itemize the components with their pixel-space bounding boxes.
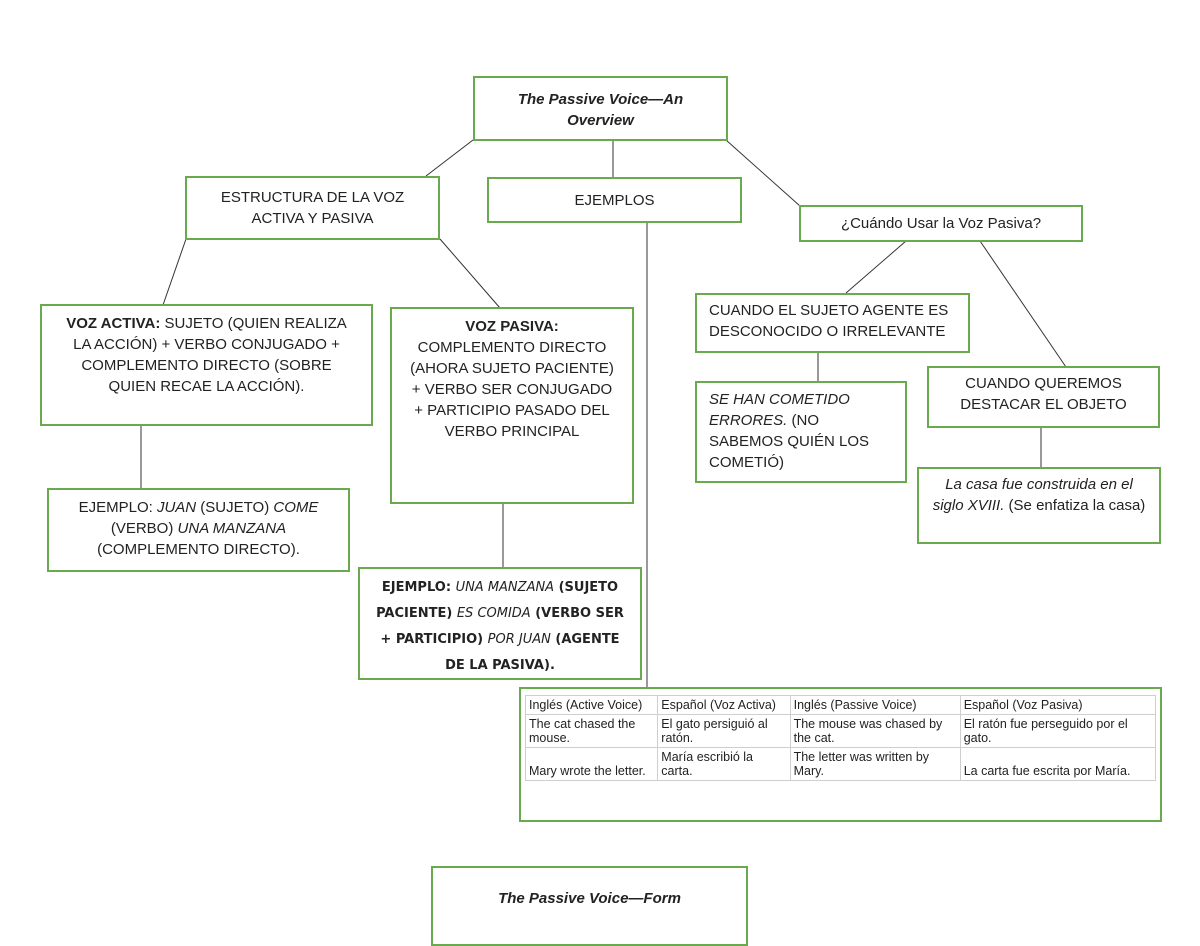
example-text: (VERBO) xyxy=(110,520,178,537)
connector-when-highlight xyxy=(979,240,1067,368)
example-prefix: EJEMPLO: xyxy=(78,499,157,516)
unknown-agent-text: CUANDO EL SUJETO AGENTE ES DESCONOCIDO O… xyxy=(709,302,949,340)
table-cell: Mary wrote the letter. xyxy=(524,747,659,781)
highlight-example-box: La casa fue construida en el siglo XVIII… xyxy=(917,467,1161,544)
table-row: The cat chased the mouse. El gato persig… xyxy=(524,714,1157,748)
table-header-row: Inglés (Active Voice) Español (Voz Activ… xyxy=(524,695,1157,715)
unknown-example-text: (NO SABEMOS QUIÉN LOS COMETIÓ) xyxy=(709,412,870,471)
connector-title-structure xyxy=(425,139,474,177)
example-text: (COMPLEMENTO DIRECTO). xyxy=(97,541,300,558)
table-cell: The cat chased the mouse. xyxy=(524,714,659,748)
connector-lines xyxy=(140,139,1067,688)
table-cell: María escribió la carta. xyxy=(657,747,791,781)
active-label: VOZ ACTIVA: xyxy=(66,315,161,332)
highlight-object-text: CUANDO QUEREMOS DESTACAR EL OBJETO xyxy=(960,375,1127,413)
unknown-agent-box: CUANDO EL SUJETO AGENTE ES DESCONOCIDO O… xyxy=(695,293,970,353)
table-header-cell: Español (Voz Activa) xyxy=(657,695,791,715)
table-cell: El gato persiguió al ratón. xyxy=(657,714,791,748)
connector-structure-active xyxy=(162,238,187,306)
form-box: The Passive Voice—Form xyxy=(431,866,748,946)
connector-structure-passive xyxy=(439,238,501,309)
example-word: COME xyxy=(273,499,319,516)
example-word: UNA MANZANA xyxy=(177,520,287,537)
example-word: JUAN xyxy=(156,499,197,516)
passive-label: VOZ PASIVA: xyxy=(465,318,559,335)
unknown-agent-example-box: SE HAN COMETIDO ERRORES. (NO SABEMOS QUI… xyxy=(695,381,907,483)
passive-voice-box: VOZ PASIVA: COMPLEMENTO DIRECTO (AHORA S… xyxy=(390,307,634,504)
connector-when-unknown xyxy=(845,240,907,294)
examples-text: EJEMPLOS xyxy=(574,192,655,209)
highlight-example-text: (Se enfatiza la casa) xyxy=(1004,497,1146,514)
table-cell: La carta fue escrita por María. xyxy=(959,747,1157,781)
example-text: (AGENTE DE LA PASIVA). xyxy=(445,632,620,673)
connector-title-when xyxy=(725,139,801,207)
table-cell: The letter was written by Mary. xyxy=(789,747,961,781)
title-text: The Passive Voice—An Overview xyxy=(517,91,684,129)
table-cell: The mouse was chased by the cat. xyxy=(789,714,961,748)
passive-text: COMPLEMENTO DIRECTO (AHORA SUJETO PACIEN… xyxy=(410,339,614,440)
table-cell: El ratón fue perseguido por el gato. xyxy=(959,714,1157,748)
example-word: ES COMIDA xyxy=(456,606,531,621)
table-header-cell: Español (Voz Pasiva) xyxy=(959,695,1157,715)
when-box: ¿Cuándo Usar la Voz Pasiva? xyxy=(799,205,1083,242)
active-text: SUJETO (QUIEN REALIZA LA ACCIÓN) + VERBO… xyxy=(73,315,347,395)
form-text: The Passive Voice—Form xyxy=(498,890,681,907)
example-word: POR JUAN xyxy=(487,632,551,647)
active-example-box: EJEMPLO: JUAN (SUJETO) COME (VERBO) UNA … xyxy=(47,488,350,572)
structure-box: ESTRUCTURA DE LA VOZ ACTIVA Y PASIVA xyxy=(185,176,440,240)
highlight-object-box: CUANDO QUEREMOS DESTACAR EL OBJETO xyxy=(927,366,1160,428)
table-header-cell: Inglés (Passive Voice) xyxy=(789,695,961,715)
comparison-table-box: Inglés (Active Voice) Español (Voz Activ… xyxy=(519,687,1162,822)
structure-text: ESTRUCTURA DE LA VOZ ACTIVA Y PASIVA xyxy=(220,189,405,227)
example-text: (SUJETO) xyxy=(196,499,274,516)
when-text: ¿Cuándo Usar la Voz Pasiva? xyxy=(840,215,1042,232)
example-text: (VERBO SER + PARTICIPIO) xyxy=(380,606,624,647)
table-header-cell: Inglés (Active Voice) xyxy=(524,695,659,715)
example-text: (SUJETO PACIENTE) xyxy=(376,580,619,621)
example-prefix: EJEMPLO: xyxy=(381,580,456,595)
table-row: Mary wrote the letter. María escribió la… xyxy=(524,747,1157,781)
active-voice-box: VOZ ACTIVA: SUJETO (QUIEN REALIZA LA ACC… xyxy=(40,304,373,426)
title-box: The Passive Voice—An Overview xyxy=(473,76,728,141)
example-word: UNA MANZANA xyxy=(455,580,555,595)
examples-box: EJEMPLOS xyxy=(487,177,742,223)
comparison-table: Inglés (Active Voice) Español (Voz Activ… xyxy=(524,695,1157,781)
unknown-example-italic: SE HAN COMETIDO ERRORES. xyxy=(709,391,850,429)
highlight-example-italic: La casa fue construida en el siglo XVIII… xyxy=(932,476,1133,514)
passive-example-box: EJEMPLO: UNA MANZANA (SUJETO PACIENTE) E… xyxy=(358,567,642,680)
